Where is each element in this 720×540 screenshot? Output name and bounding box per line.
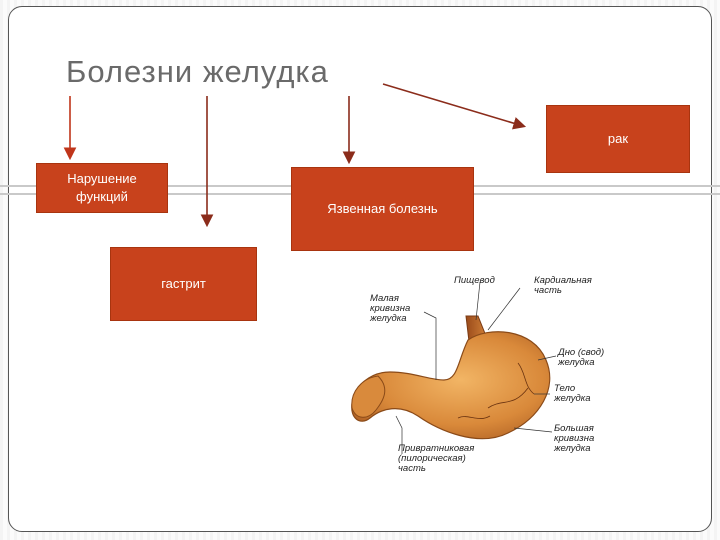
slide-title: Болезни желудка — [66, 54, 329, 89]
label-greater-curvature: Большая кривизна желудка — [554, 423, 595, 454]
box-ulcer: Язвенная болезнь — [291, 167, 474, 251]
label-lesser-curvature: Малая кривизна желудка — [370, 293, 411, 324]
label-cardia: Кардиальная часть — [534, 275, 592, 296]
arrow-to-rak — [382, 83, 527, 130]
label-fundus: Дно (свод) желудка — [558, 347, 605, 368]
stomach-icon — [351, 281, 557, 454]
label-body: Тело желудка — [554, 383, 591, 404]
label-esophagus: Пищевод — [454, 275, 495, 286]
label-pyloric: Привратниковая (пилорическая) часть — [398, 443, 475, 474]
box-functions: Нарушение функций — [36, 163, 168, 213]
box-gastrit: гастрит — [110, 247, 257, 321]
box-rak: рак — [546, 105, 690, 173]
stomach-illustration: Пищевод Кардиальная часть Малая кривизна… — [338, 268, 628, 488]
